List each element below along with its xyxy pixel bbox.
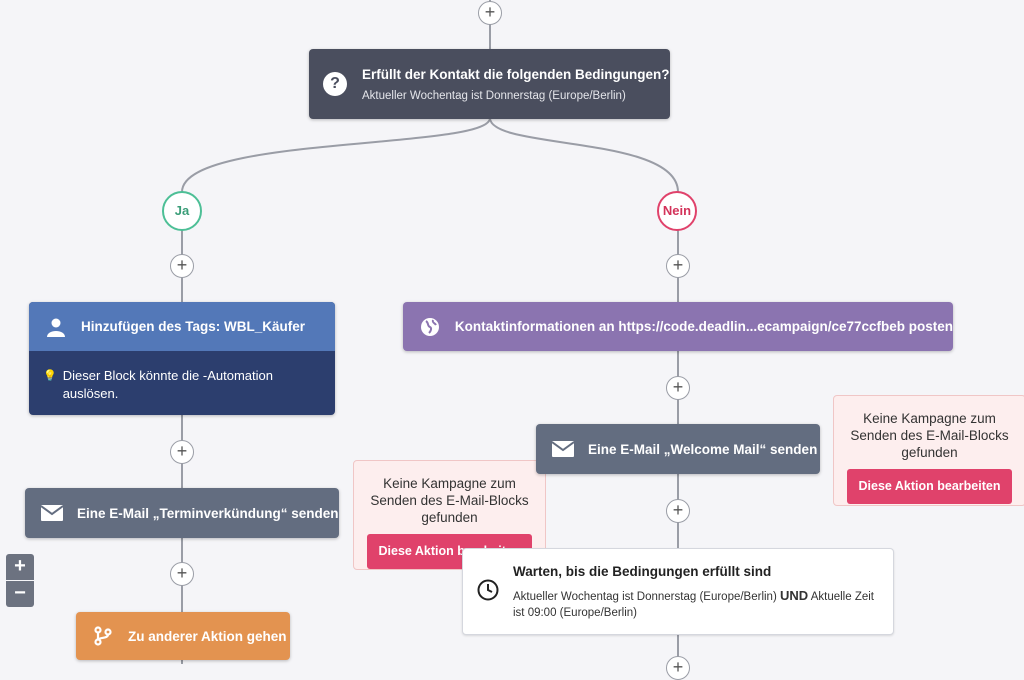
condition-subtitle: Aktueller Wochentag ist Donnerstag (Euro…: [362, 89, 626, 102]
goto-action-block[interactable]: Zu anderer Aktion gehen: [76, 612, 290, 660]
envelope-icon: [41, 502, 63, 524]
condition-title: Erfüllt der Kontakt die folgenden Beding…: [362, 66, 670, 82]
lightbulb-icon: 💡: [43, 370, 57, 382]
zoom-out-button[interactable]: −: [6, 581, 34, 607]
goto-action-title: Zu anderer Aktion gehen: [128, 628, 287, 644]
add-step-button[interactable]: +: [666, 499, 690, 523]
user-icon: [45, 316, 67, 338]
add-step-button[interactable]: +: [666, 656, 690, 680]
send-email-block[interactable]: Eine E-Mail „Terminverkündung“ senden: [25, 488, 339, 538]
clock-icon: [477, 579, 499, 621]
webhook-title: Kontaktinformationen an https://code.dea…: [454, 319, 953, 334]
branch-yes-badge: Ja: [162, 191, 202, 231]
automation-note: Dieser Block könnte die -Automation ausl…: [62, 368, 273, 401]
warning-text: Keine Kampagne zum Senden des E-Mail-Blo…: [850, 411, 1009, 460]
branch-no-badge: Nein: [657, 191, 697, 231]
add-step-button[interactable]: +: [170, 562, 194, 586]
edit-action-button[interactable]: Diese Aktion bearbeiten: [846, 469, 1013, 504]
no-campaign-warning: Keine Kampagne zum Senden des E-Mail-Blo…: [833, 395, 1024, 506]
wait-title: Warten, bis die Bedingungen erfüllt sind: [513, 564, 772, 579]
add-step-button[interactable]: +: [170, 254, 194, 278]
send-email-block[interactable]: Eine E-Mail „Welcome Mail“ senden: [536, 424, 820, 474]
add-step-button[interactable]: +: [666, 376, 690, 400]
wait-condition-2: Aktuelle Zeit ist 09:00 (Europe/Berlin): [513, 591, 874, 619]
send-email-title: Eine E-Mail „Terminverkündung“ senden: [77, 505, 339, 521]
add-step-button[interactable]: +: [478, 1, 502, 25]
add-step-button[interactable]: +: [170, 440, 194, 464]
add-tag-title: Hinzufügen des Tags: WBL_Käufer: [81, 319, 306, 334]
branch-icon: [92, 625, 114, 647]
add-tag-block[interactable]: Hinzufügen des Tags: WBL_Käufer 💡 Dieser…: [29, 302, 335, 415]
question-icon: ?: [323, 72, 347, 96]
warning-text: Keine Kampagne zum Senden des E-Mail-Blo…: [370, 476, 529, 525]
wait-and-operator: UND: [779, 588, 809, 603]
send-email-title: Eine E-Mail „Welcome Mail“ senden: [588, 441, 818, 457]
wait-condition-1: Aktueller Wochentag ist Donnerstag (Euro…: [513, 591, 777, 603]
add-step-button[interactable]: +: [666, 254, 690, 278]
condition-block[interactable]: ? Erfüllt der Kontakt die folgenden Bedi…: [309, 49, 670, 119]
globe-icon: [419, 316, 441, 338]
zoom-in-button[interactable]: +: [6, 554, 34, 580]
webhook-block[interactable]: Kontaktinformationen an https://code.dea…: [403, 302, 953, 351]
envelope-icon: [552, 438, 574, 460]
wait-block[interactable]: Warten, bis die Bedingungen erfüllt sind…: [462, 548, 894, 635]
